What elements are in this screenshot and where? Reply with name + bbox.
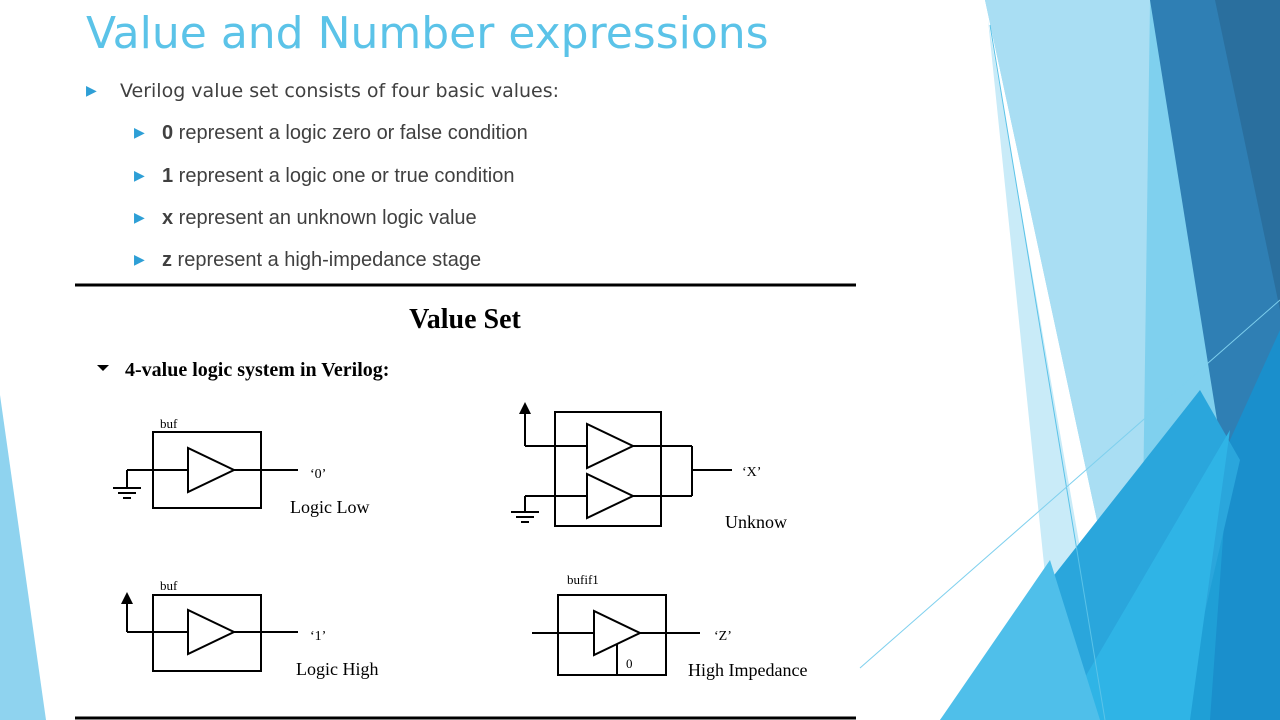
buffer-gate-icon bbox=[586, 472, 636, 520]
bullet-arrow-icon: ▶ bbox=[134, 124, 145, 140]
value-term: z bbox=[162, 249, 172, 271]
value-description: represent a logic zero or false conditio… bbox=[173, 122, 528, 144]
slide-title: Value and Number expressions bbox=[86, 8, 769, 59]
bullet-arrow-icon: ▶ bbox=[86, 83, 97, 99]
output-value-label: ‘Z’ bbox=[714, 629, 732, 644]
figure-heading: Value Set bbox=[409, 304, 521, 335]
diagram-caption: Logic High bbox=[296, 659, 379, 679]
value-description: represent a high-impedance stage bbox=[172, 249, 482, 271]
output-value-label: ‘X’ bbox=[742, 465, 761, 480]
bullet-arrow-icon: ▶ bbox=[134, 209, 145, 225]
diagram-caption: High Impedance bbox=[688, 660, 807, 680]
gate-label: bufif1 bbox=[567, 572, 599, 587]
value-bullet-2: ▶ x represent an unknown logic value bbox=[134, 207, 477, 230]
value-bullet-3: ▶ z represent a high-impedance stage bbox=[134, 249, 481, 272]
bullet-arrow-icon: ▶ bbox=[134, 251, 145, 267]
value-set-figure: Value Set 4-value logic system in Verilo… bbox=[75, 283, 856, 720]
gate-label: buf bbox=[160, 578, 178, 593]
diagram-caption: Logic Low bbox=[290, 497, 369, 517]
buffer-gate-icon bbox=[586, 422, 636, 470]
figure-subheading: 4-value logic system in Verilog: bbox=[125, 359, 389, 381]
value-term: 0 bbox=[162, 122, 174, 144]
value-bullet-1: ▶ 1 represent a logic one or true conditi… bbox=[134, 165, 514, 188]
value-description: represent a logic one or true condition bbox=[173, 165, 515, 187]
power-arrow-icon bbox=[121, 592, 133, 604]
high-impedance-diagram: bufif1 0 ‘Z’ High Impedance bbox=[532, 572, 807, 680]
intro-bullet: ▶ Verilog value set consists of four basi… bbox=[86, 80, 559, 102]
value-bullet-0: ▶ 0 represent a logic zero or false condi… bbox=[134, 122, 528, 145]
power-arrow-icon bbox=[519, 402, 531, 414]
logic-low-diagram: buf ‘0’ Logic Low bbox=[113, 416, 369, 517]
logic-high-diagram: buf ‘1’ Logic High bbox=[121, 578, 379, 679]
caret-down-icon bbox=[97, 365, 109, 371]
output-value-label: ‘1’ bbox=[310, 629, 326, 644]
control-value-label: 0 bbox=[626, 656, 633, 671]
ground-icon bbox=[113, 487, 141, 499]
ground-icon bbox=[511, 511, 539, 523]
value-term: 1 bbox=[162, 165, 174, 187]
value-description: represent an unknown logic value bbox=[173, 207, 477, 229]
gate-label: buf bbox=[160, 416, 178, 431]
diagram-caption: Unknow bbox=[725, 512, 787, 532]
bullet-arrow-icon: ▶ bbox=[134, 167, 145, 183]
buffer-gate-icon bbox=[187, 608, 237, 656]
value-term: x bbox=[162, 207, 174, 229]
buffer-gate-icon bbox=[187, 446, 237, 494]
output-value-label: ‘0’ bbox=[310, 467, 326, 482]
intro-text: Verilog value set consists of four basic… bbox=[120, 80, 560, 102]
unknown-diagram: ‘X’ Unknow bbox=[511, 402, 787, 532]
